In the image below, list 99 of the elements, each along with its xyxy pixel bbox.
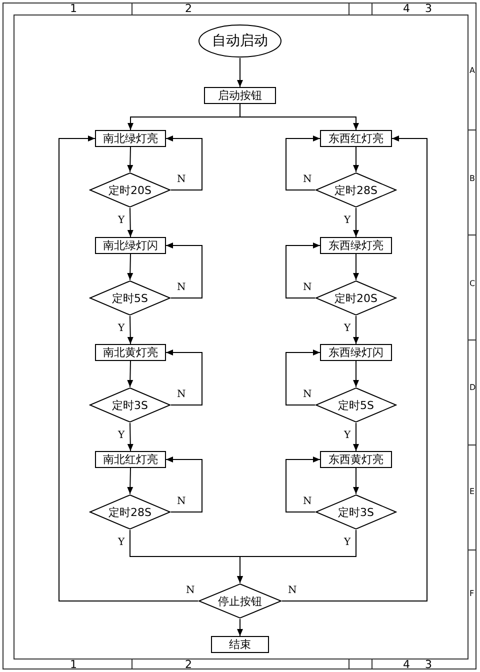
- edge-label: Y: [117, 324, 126, 334]
- node-text: 停止按钮: [218, 596, 262, 606]
- edge-label: N: [302, 497, 313, 507]
- arrow: [127, 208, 134, 238]
- node-text: 东西绿灯闪: [328, 347, 384, 358]
- arrow: [237, 618, 243, 636]
- frame-grid-label: 3: [425, 659, 432, 670]
- frame-grid-label: E: [470, 488, 475, 496]
- node-text: 定时3S: [338, 506, 374, 518]
- arrow: [127, 254, 134, 280]
- process-box: [320, 451, 392, 468]
- edge-label: N: [287, 586, 298, 596]
- arrow: [353, 254, 359, 280]
- frame-grid-label: 1: [70, 3, 77, 14]
- start-ellipse: [198, 24, 282, 58]
- frame-grid-label: F: [470, 590, 474, 598]
- node-text: 结束: [229, 639, 251, 650]
- edge-label: N: [302, 283, 313, 293]
- arrow: [166, 350, 202, 406]
- arrow: [237, 530, 356, 584]
- decision-diamond: [89, 494, 171, 530]
- edge-label: Y: [343, 538, 352, 548]
- decision-diamond: [89, 172, 171, 208]
- decision-diamond: [89, 280, 171, 316]
- node-text: 定时3S: [112, 400, 148, 410]
- edge-label: N: [302, 175, 313, 185]
- arrow: [353, 316, 359, 344]
- node-text: 定时28S: [334, 184, 378, 196]
- edge-label: N: [176, 175, 187, 185]
- decision-diamond: [89, 387, 171, 423]
- edge-label: Y: [343, 324, 352, 334]
- process-box: [95, 344, 166, 361]
- process-box: [95, 237, 166, 254]
- frame-grid-label: 3: [425, 3, 432, 14]
- arrow: [286, 350, 320, 406]
- frame-grid-label: 2: [185, 659, 192, 670]
- decision-diamond: [315, 280, 397, 316]
- edge-label: Y: [117, 538, 126, 548]
- arrow: [286, 456, 320, 512]
- edge-label: N: [176, 283, 187, 293]
- arrow: [353, 468, 359, 494]
- process-box: [320, 344, 392, 361]
- arrow: [353, 422, 359, 452]
- arrow: [286, 242, 320, 298]
- edge-label: N: [185, 586, 196, 596]
- decision-diamond: [315, 494, 397, 530]
- arrow: [166, 456, 202, 512]
- node-text: 南北红灯亮: [103, 454, 158, 465]
- edge-label: Y: [343, 431, 352, 441]
- edge-label: Y: [117, 216, 126, 226]
- node-text: 定时28S: [108, 506, 152, 518]
- arrow: [127, 316, 134, 344]
- arrow: [127, 360, 134, 388]
- process-box: [95, 130, 166, 147]
- arrow: [353, 208, 359, 238]
- frame-grid-label: 4: [403, 3, 410, 14]
- node-text: 定时5S: [338, 400, 374, 410]
- decision-diamond: [315, 387, 397, 423]
- edge-label: N: [176, 390, 187, 400]
- frame-grid-label: B: [470, 175, 475, 183]
- node-text: 自动启动: [212, 34, 268, 48]
- arrow: [127, 422, 134, 452]
- node-text: 南北绿灯闪: [103, 240, 158, 251]
- process-box: [95, 451, 166, 468]
- frame-grid-label: 4: [403, 659, 410, 670]
- frame-grid-label: 2: [185, 3, 192, 14]
- frame-grid-label: C: [470, 280, 476, 288]
- node-text: 定时20S: [108, 184, 152, 196]
- node-text: 东西红灯亮: [328, 133, 384, 144]
- arrow: [237, 58, 243, 88]
- arrow: [286, 136, 320, 190]
- frame-grid-label: D: [470, 384, 476, 392]
- edge-label: N: [302, 390, 313, 400]
- arrow: [127, 146, 134, 172]
- edge-label: N: [176, 497, 187, 507]
- arrow: [353, 360, 359, 388]
- process-box: [320, 237, 392, 254]
- arrow: [353, 146, 359, 172]
- arrow: [127, 468, 134, 494]
- node-text: 南北绿灯亮: [103, 133, 158, 144]
- process-box: [211, 636, 269, 653]
- node-text: 南北黄灯亮: [103, 347, 158, 358]
- node-text: 东西黄灯亮: [328, 454, 384, 465]
- decision-diamond: [315, 172, 397, 208]
- arrow: [58, 136, 198, 602]
- process-box: [320, 130, 392, 147]
- process-box: [204, 87, 276, 104]
- node-text: 启动按钮: [218, 90, 262, 101]
- arrow: [166, 136, 202, 190]
- arrow: [282, 136, 428, 602]
- edge-label: Y: [117, 431, 126, 441]
- node-text: 定时20S: [334, 292, 378, 304]
- edge-label: Y: [343, 216, 352, 226]
- arrow: [166, 242, 202, 298]
- frame-grid-label: 1: [70, 659, 77, 670]
- decision-diamond: [198, 583, 282, 619]
- node-text: 东西绿灯亮: [328, 240, 384, 251]
- frame-grid-label: A: [470, 67, 475, 75]
- node-text: 定时5S: [112, 292, 148, 304]
